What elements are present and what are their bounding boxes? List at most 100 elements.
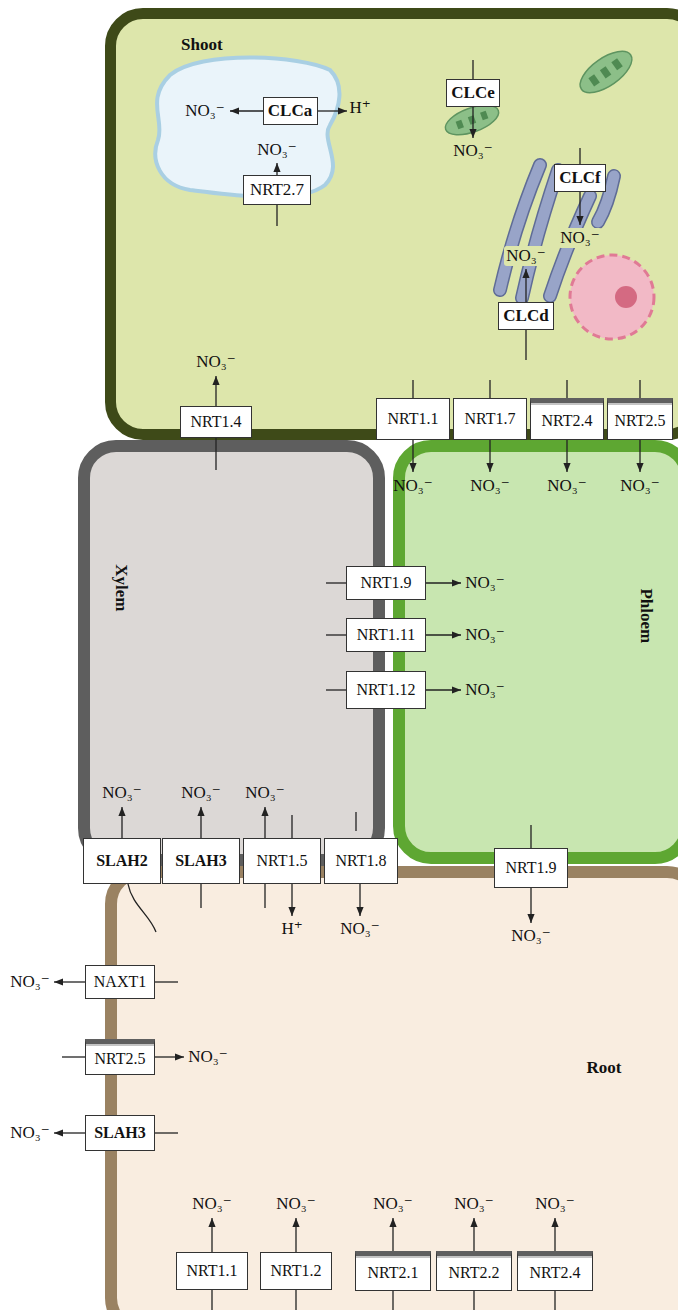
ion-label: NO₃⁻ [451,141,494,161]
membrane-line [326,634,346,635]
transporter-box: CLCa [263,97,318,125]
transport-arrow [472,107,473,138]
transporter-box: NRT2.1 [355,1251,431,1291]
ion-label: NO₃⁻ [371,1194,414,1214]
transporter-box: NRT2.2 [436,1251,512,1291]
transport-arrow [230,110,265,111]
transport-arrow [291,884,292,916]
ion-label: NO₃⁻ [391,476,434,496]
ion-label: NO₃⁻ [179,783,222,803]
membrane-line [155,1132,178,1133]
transport-arrow [426,582,461,583]
transporter-box: CLCe [446,79,500,107]
transporter-name: CLCd [503,306,548,326]
membrane-line [291,815,292,838]
transporter-box: NRT1.11 [346,618,426,652]
transporter-box: NRT1.8 [324,838,398,884]
transporter-name: NRT1.7 [464,410,515,428]
ion-label: H⁺ [347,98,372,118]
transporter-name: NRT2.4 [529,1264,580,1282]
ion-label: NO₃⁻ [509,926,552,946]
transport-arrow [276,163,277,175]
transporter-name: NRT1.5 [256,852,307,870]
transporter-name: CLCa [268,101,312,121]
transporter-name: NRT2.1 [367,1264,418,1282]
transporter-box: NRT1.7 [453,398,527,440]
transporter-name: SLAH3 [175,852,227,870]
transporter-name: CLCe [451,83,494,103]
chloroplast [442,99,503,141]
transporter-box: SLAH3 [85,1115,155,1151]
transporter-name: NRT1.11 [357,626,415,644]
transport-arrow [530,888,531,923]
ion-label: NO₃⁻ [558,228,601,248]
transporter-box: NRT2.5 [607,398,673,440]
membrane-line [276,205,277,226]
ion-label: NO₃⁻ [194,352,237,372]
transport-arrow [525,269,526,302]
transporter-box: NRT1.1 [376,398,450,440]
membrane-line [525,330,526,360]
membrane-line [211,1290,212,1310]
transport-arrow [426,634,461,635]
transport-arrow [566,440,567,472]
ion-label: NO₃⁻ [8,1123,51,1143]
membrane-line [200,884,201,908]
transport-arrow [264,807,265,838]
transporter-box: CLCd [498,302,554,330]
ion-label: NO₃⁻ [533,1194,576,1214]
transporter-box: NRT1.1 [176,1252,248,1290]
transporter-box: NRT2.7 [243,175,311,205]
transporter-name: NRT1.1 [387,410,438,428]
membrane-line [326,582,346,583]
transport-arrow [554,1218,555,1252]
ion-label: NO₃⁻ [452,1194,495,1214]
transporter-name: NRT1.9 [360,574,411,592]
ion-label: NO₃⁻ [463,680,506,700]
transporter-name: SLAH3 [94,1124,146,1142]
membrane-line [392,1290,393,1310]
membrane-line [355,812,356,831]
compartment-label: Shoot [181,35,223,55]
ion-label: NO₃⁻ [100,783,143,803]
transport-arrow [426,689,461,690]
transport-arrow [315,110,347,111]
transporter-name: NRT1.1 [186,1262,237,1280]
transporter-name: NRT1.8 [335,852,386,870]
transporter-name: NRT1.4 [190,413,241,431]
transporter-box: NRT2.4 [530,398,604,440]
membrane-line [554,1290,555,1310]
ion-label: NO₃⁻ [8,972,51,992]
transporter-box: NRT2.4 [517,1251,593,1291]
transport-arrow [359,884,360,916]
compartment-label: Xylem [111,564,131,611]
transporter-box: SLAH2 [83,838,161,884]
transporter-box: NRT1.5 [243,838,321,884]
ion-label: NO₃⁻ [183,101,226,121]
ion-label: NO₃⁻ [618,476,661,496]
transport-arrow [639,440,640,472]
transporter-name: NRT1.9 [505,859,556,877]
ion-label: NO₃⁻ [186,1047,229,1067]
transporter-name: SLAH2 [96,852,148,870]
transporter-box: NRT1.12 [346,671,426,709]
ion-label: NO₃⁻ [468,476,511,496]
ion-label: NO₃⁻ [243,783,286,803]
transporter-box: NAXT1 [85,965,155,999]
ion-label: NO₃⁻ [463,625,506,645]
membrane-line [489,380,490,398]
membrane-line [472,60,473,79]
membrane-line [264,884,265,908]
transport-arrow [412,440,413,472]
ion-label: NO₃⁻ [274,1194,317,1214]
transport-arrow [489,440,490,472]
ion-label: NO₃⁻ [504,246,547,266]
transport-arrow [155,1056,184,1057]
vacuole [155,58,339,197]
membrane-line [579,148,580,164]
transport-arrow [211,1218,212,1252]
ion-label: H⁺ [279,919,304,939]
transport-arrow [200,807,201,838]
compartment-label: Root [587,1058,622,1078]
